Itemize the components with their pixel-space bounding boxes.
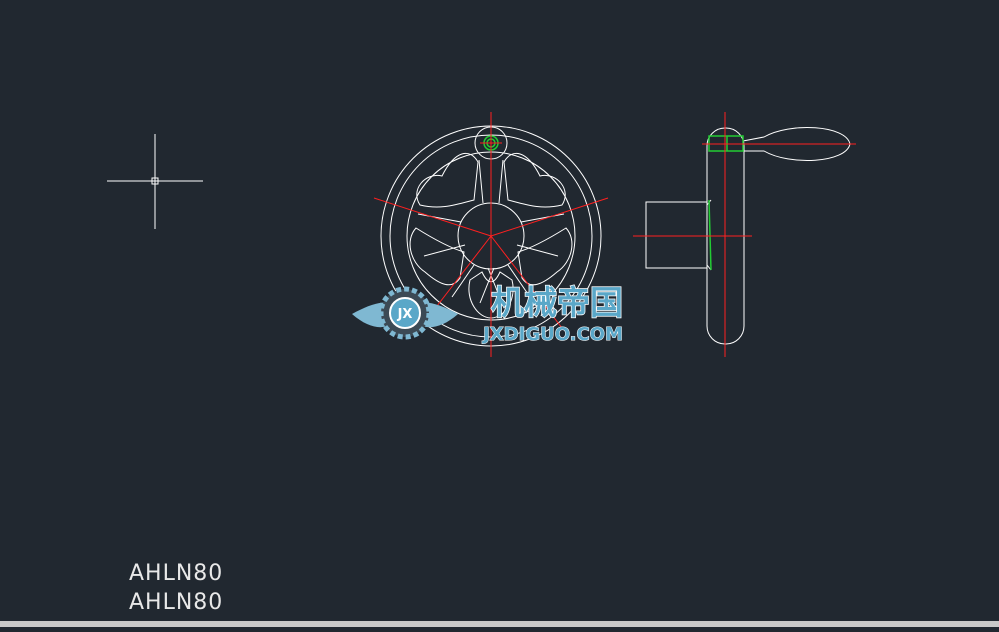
- drawing-text-label[interactable]: AHLN80: [129, 561, 224, 586]
- watermark-emblem-text: JX: [397, 307, 413, 322]
- drawing-text-label[interactable]: AHLN80: [129, 590, 224, 615]
- watermark-site: JXDIGUO.COM: [481, 324, 623, 345]
- command-line-edge: [0, 621, 999, 627]
- side-view-centerlines: [633, 112, 856, 357]
- watermark-logo: JX 机械帝国 JXDIGUO.COM: [352, 282, 624, 346]
- side-view-highlight: [708, 135, 744, 271]
- crosshair-cursor: [107, 134, 203, 229]
- watermark-title: 机械帝国: [491, 283, 623, 322]
